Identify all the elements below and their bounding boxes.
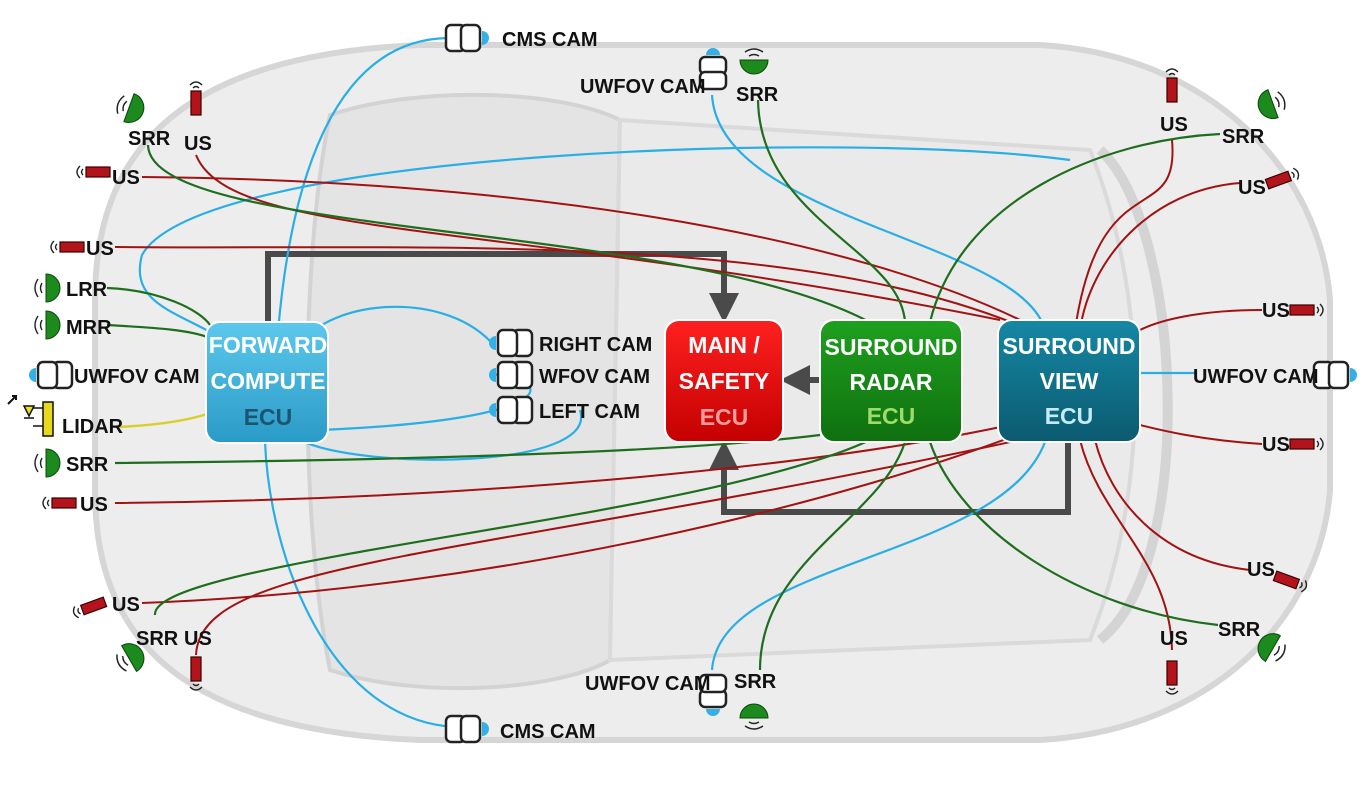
ecu-bus-lines — [265, 251, 1071, 515]
forward-ecu-line3: ECU — [244, 404, 293, 430]
srr-top-left-label: SRR — [128, 128, 171, 150]
forward-compute-ecu[interactable]: FORWARD COMPUTE ECU — [205, 321, 329, 444]
us-right-4-label: US — [1247, 559, 1275, 581]
view-ecu-line3: ECU — [1045, 403, 1094, 429]
uwfov-cam-bottom-label: UWFOV CAM — [585, 673, 711, 695]
us-left-2-icon — [50, 240, 85, 254]
cms-cam-bottom-label: CMS CAM — [500, 721, 596, 743]
srr-top-label: SRR — [736, 84, 779, 106]
radar-ecu-line3: ECU — [867, 403, 916, 429]
us-right-3-label: US — [1262, 434, 1290, 456]
srr-left-icon — [34, 448, 61, 478]
srr-top-left-icon — [112, 88, 149, 128]
srr-bottom-left-label: SRR — [136, 628, 179, 650]
uwfov-cam-left-label: UWFOV CAM — [74, 366, 200, 388]
wfov-cam-label: WFOV CAM — [539, 366, 650, 388]
forward-ecu-line2: COMPUTE — [211, 368, 326, 394]
us-bottom-right-label: US — [1160, 628, 1188, 650]
us-right-2-label: US — [1262, 300, 1290, 322]
us-left-3-label: US — [80, 494, 108, 516]
lidar-label: LIDAR — [62, 416, 124, 438]
lidar-link — [117, 411, 211, 429]
uwfov-cam-left-icon — [28, 360, 74, 390]
uwfov-cam-top-label: UWFOV CAM — [580, 76, 706, 98]
uwfov-cam-right-label: UWFOV CAM — [1193, 366, 1319, 388]
mrr-icon — [34, 310, 61, 340]
us-left-1-icon — [76, 165, 111, 179]
us-right-1-label: US — [1238, 177, 1266, 199]
main-ecu-line2: SAFETY — [679, 368, 770, 394]
cms-cam-top-label: CMS CAM — [502, 29, 598, 51]
srr-top-right-label: SRR — [1222, 126, 1265, 148]
view-ecu-line1: SURROUND — [1003, 333, 1136, 359]
srr-left-label: SRR — [66, 454, 109, 476]
forward-ecu-line1: FORWARD — [209, 332, 327, 358]
srr-top-right-icon — [1253, 84, 1290, 124]
main-ecu-line1: MAIN / — [688, 332, 760, 358]
uwfov-cam-right-icon — [1312, 360, 1358, 390]
lrr-icon — [34, 273, 61, 303]
radar-ecu-line2: RADAR — [849, 369, 932, 395]
main-safety-ecu[interactable]: MAIN / SAFETY ECU — [664, 319, 784, 443]
surround-view-ecu[interactable]: SURROUND VIEW ECU — [997, 319, 1141, 443]
us-bottom-left-label: US — [184, 628, 212, 650]
us-left-4-label: US — [112, 594, 140, 616]
view-ecu-line2: VIEW — [1040, 368, 1099, 394]
radar-ecu-line1: SURROUND — [825, 334, 958, 360]
left-cam-label: LEFT CAM — [539, 401, 640, 423]
right-cam-label: RIGHT CAM — [539, 334, 652, 356]
mrr-label: MRR — [66, 317, 112, 339]
radar-links — [106, 99, 1221, 671]
lidar-icon — [7, 395, 54, 437]
us-left-1-label: US — [112, 167, 140, 189]
srr-bottom-label: SRR — [734, 671, 777, 693]
us-top-left-icon — [189, 81, 203, 116]
us-left-2-label: US — [86, 238, 114, 260]
us-left-4-icon — [71, 595, 108, 620]
us-top-right-label: US — [1160, 114, 1188, 136]
lrr-label: LRR — [66, 279, 108, 301]
main-ecu-line3: ECU — [700, 404, 749, 430]
us-left-3-icon — [42, 496, 77, 510]
us-top-left-label: US — [184, 133, 212, 155]
surround-radar-ecu[interactable]: SURROUND RADAR ECU — [819, 319, 963, 443]
ultrasonic-links — [114, 139, 1263, 656]
srr-bottom-right-label: SRR — [1218, 619, 1261, 641]
